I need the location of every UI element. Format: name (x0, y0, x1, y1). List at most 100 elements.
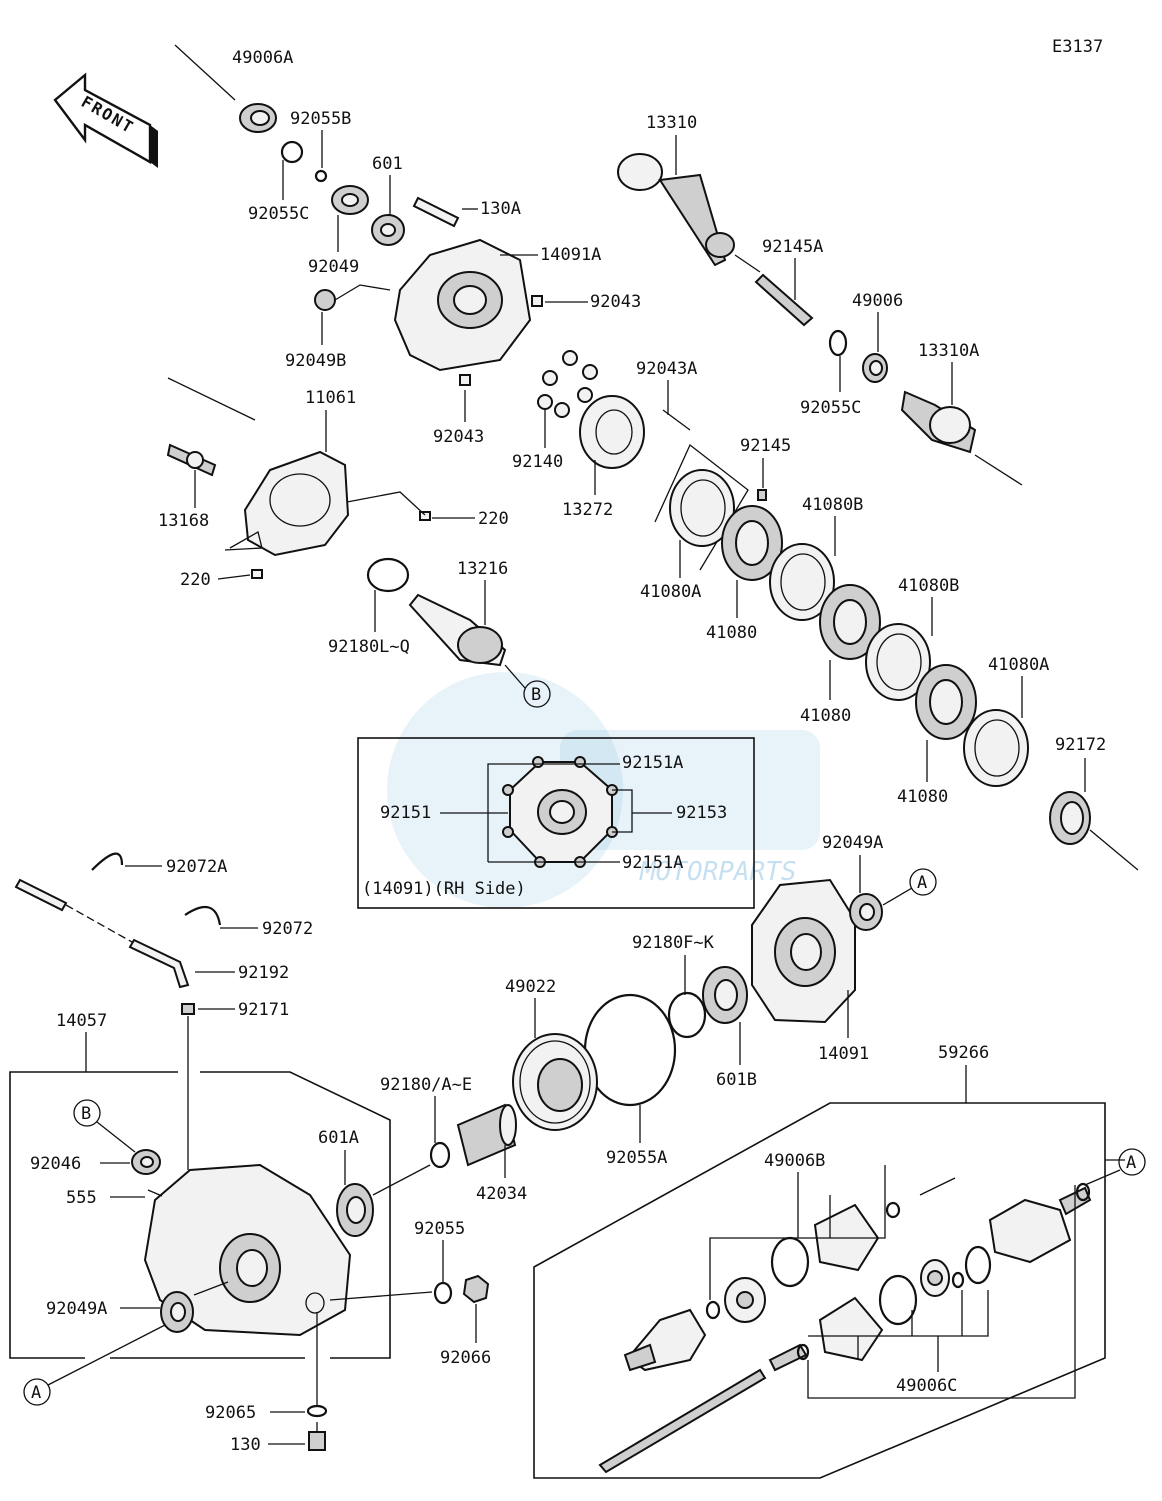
label-41080B-b: 41080B (898, 576, 959, 596)
label-601A: 601A (318, 1128, 359, 1148)
diagram-code: E3137 (1052, 37, 1103, 57)
boot-band-3 (964, 1245, 992, 1285)
cv-cage-inner (920, 1259, 950, 1297)
leader-line (1084, 1169, 1121, 1186)
bearing-601B (702, 966, 748, 1024)
joint-13310A (900, 390, 977, 454)
clamp-92072 (184, 905, 222, 926)
label-92049: 92049 (308, 257, 359, 277)
label-92151A-a: 92151A (622, 753, 683, 773)
bolt-130 (308, 1422, 326, 1451)
outer-joint-wheel (623, 1308, 707, 1372)
disc-41080-1 (721, 505, 783, 581)
kit-bracket-49006B (709, 1165, 886, 1300)
callout-letter: B (531, 685, 541, 705)
label-92043A: 92043A (636, 359, 697, 379)
boot-band-2 (878, 1274, 918, 1326)
label-92049A-r: 92049A (822, 833, 883, 853)
circlip-inboard (1075, 1182, 1091, 1202)
callout-a-shaft: A (1118, 1148, 1146, 1176)
housing-14091A (393, 238, 532, 372)
washer-92065 (306, 1404, 328, 1418)
label-92145A: 92145A (762, 237, 823, 257)
shim-92180-A-E (429, 1141, 451, 1169)
label-13272: 13272 (562, 500, 613, 520)
kit-bracket-49006C (807, 1185, 1076, 1399)
leader-line (612, 789, 633, 833)
leader-line (334, 284, 391, 301)
circlip-92055C-mid (828, 329, 848, 357)
seal-92049A-r (849, 893, 883, 931)
leader-line (919, 1177, 956, 1196)
label-220-a: 220 (478, 509, 509, 529)
leader-line (346, 491, 426, 516)
disc-41080-2 (819, 584, 881, 660)
bolt-130A (412, 196, 460, 228)
label-92066: 92066 (440, 1348, 491, 1368)
label-92055C-mid: 92055C (800, 398, 861, 418)
seal-92172 (1049, 791, 1091, 845)
circlip-cage (951, 1271, 965, 1289)
callout-letter: B (81, 1104, 91, 1124)
label-41080-b: 41080 (800, 706, 851, 726)
label-14057: 14057 (56, 1011, 107, 1031)
label-92055A: 92055A (606, 1148, 667, 1168)
label-92055: 92055 (414, 1219, 465, 1239)
label-601: 601 (372, 154, 403, 174)
callout-b-top: B (523, 680, 551, 708)
label-92072A: 92072A (166, 857, 227, 877)
pin-92043A (662, 409, 691, 431)
label-92171: 92171 (238, 1000, 289, 1020)
seal-49006A (239, 103, 277, 133)
group-box-14057-right (200, 1071, 391, 1359)
inset-box (357, 737, 755, 909)
label-92072: 92072 (262, 919, 313, 939)
label-13310A: 13310A (918, 341, 979, 361)
label-92055B: 92055B (290, 109, 351, 129)
plate-41080A-1 (669, 469, 735, 547)
cover-11061 (243, 450, 350, 557)
boot-inner (818, 1296, 884, 1362)
pin-92043b (459, 374, 471, 386)
label-41080-a: 41080 (706, 623, 757, 643)
housing-14057 (143, 1163, 352, 1337)
label-92153: 92153 (676, 803, 727, 823)
label-49006C: 49006C (896, 1376, 957, 1396)
label-41080-c: 41080 (897, 787, 948, 807)
callout-letter: A (917, 873, 927, 893)
seal-92049B (314, 289, 336, 311)
label-92043-a: 92043 (590, 292, 641, 312)
leader-line (1089, 829, 1139, 871)
label-601B: 601B (716, 1070, 757, 1090)
label-11061: 11061 (305, 388, 356, 408)
shim-92180L-Q (366, 557, 410, 593)
cam-plate-13272 (579, 395, 645, 469)
clamp-92072A (91, 852, 124, 871)
label-41080B-a: 41080B (802, 495, 863, 515)
label-92180-A-E: 92180/A~E (380, 1075, 472, 1095)
leader-line (96, 1121, 136, 1153)
label-92151: 92151 (380, 803, 431, 823)
shim-92180F-K (667, 991, 707, 1039)
label-92180F-K: 92180F~K (632, 933, 715, 953)
circlip-shaft (796, 1343, 810, 1361)
label-130: 130 (230, 1435, 261, 1455)
label-14091: 14091 (818, 1044, 869, 1064)
boot-band-1 (770, 1236, 810, 1288)
pinion-13216 (408, 593, 507, 667)
label-92049B: 92049B (285, 351, 346, 371)
group-box-14057 (9, 1071, 178, 1359)
cover-14091 (751, 878, 856, 1024)
label-92180L-Q: 92180L~Q (328, 637, 410, 657)
seal-49006 (862, 353, 888, 383)
label-13216: 13216 (457, 559, 508, 579)
kit-bracket-49006C-inner (808, 1290, 989, 1337)
group-box-59266 (533, 1102, 1106, 1479)
propeller-shaft-13310 (617, 153, 735, 267)
clip-92171 (181, 1003, 195, 1015)
label-130A: 130A (480, 199, 521, 219)
circlip-92055C (280, 140, 304, 164)
label-92065: 92065 (205, 1403, 256, 1423)
disc-41080-3 (915, 664, 977, 740)
